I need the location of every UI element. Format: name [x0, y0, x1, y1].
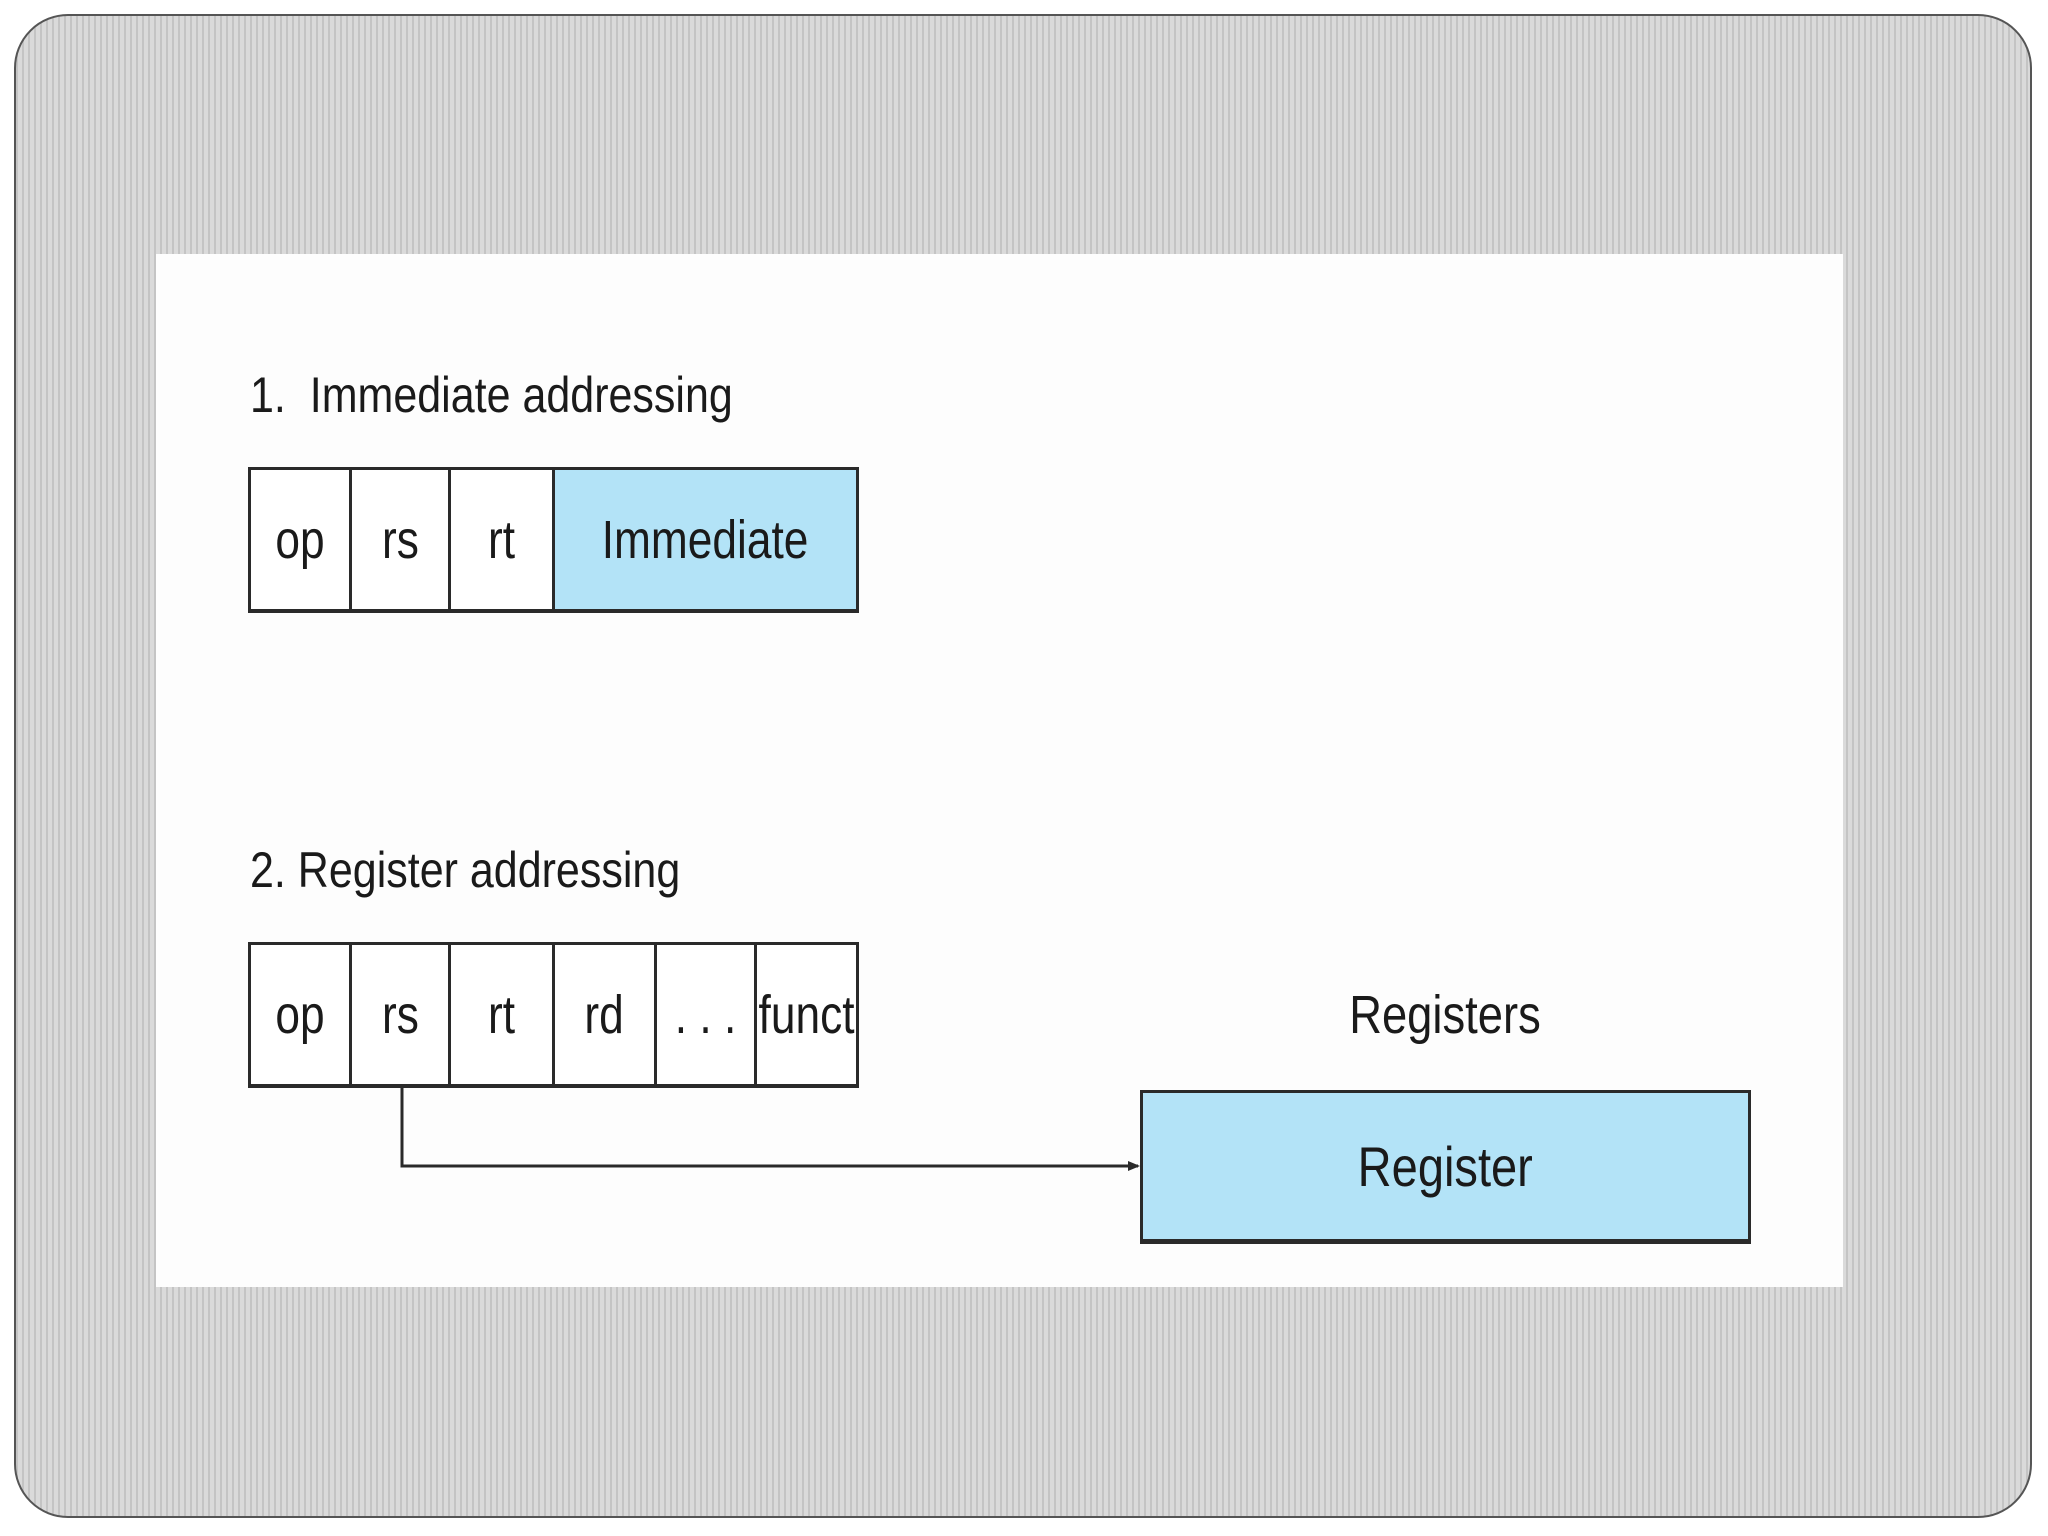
- field-label: Immediate: [602, 509, 809, 570]
- register-instruction-format: op rs rt rd . . . funct: [248, 942, 859, 1088]
- immediate-instruction-format: op rs rt Immediate: [248, 467, 859, 613]
- field-label: . . .: [674, 984, 737, 1045]
- slide-frame: 1. Immediate addressing op rs rt Immedia…: [14, 14, 2032, 1518]
- arrow-connector: [400, 1088, 1140, 1171]
- field-label: rt: [487, 984, 516, 1045]
- register-box-label: Register: [1357, 1134, 1534, 1198]
- registers-label: Registers: [1349, 985, 1541, 1045]
- diagram-panel: 1. Immediate addressing op rs rt Immedia…: [156, 254, 1843, 1287]
- register-addressing-heading: 2. Register addressing: [250, 842, 681, 898]
- field-label: rs: [381, 509, 419, 570]
- field-rs: rs: [352, 470, 451, 609]
- field-label: op: [275, 984, 325, 1045]
- field-rt: rt: [451, 470, 555, 609]
- register-box: Register: [1140, 1090, 1751, 1244]
- field-funct: funct: [757, 945, 856, 1084]
- field-label: funct: [758, 984, 855, 1045]
- field-op: op: [251, 470, 352, 609]
- field-op: op: [251, 945, 352, 1084]
- field-label: rt: [487, 509, 516, 570]
- field-label: rd: [584, 984, 625, 1045]
- field-rd: rd: [555, 945, 657, 1084]
- immediate-addressing-heading: 1. Immediate addressing: [250, 367, 733, 423]
- field-rs: rs: [352, 945, 451, 1084]
- field-immediate: Immediate: [555, 470, 856, 609]
- field-ellipsis: . . .: [657, 945, 757, 1084]
- field-rt: rt: [451, 945, 555, 1084]
- field-label: op: [275, 509, 325, 570]
- field-label: rs: [381, 984, 419, 1045]
